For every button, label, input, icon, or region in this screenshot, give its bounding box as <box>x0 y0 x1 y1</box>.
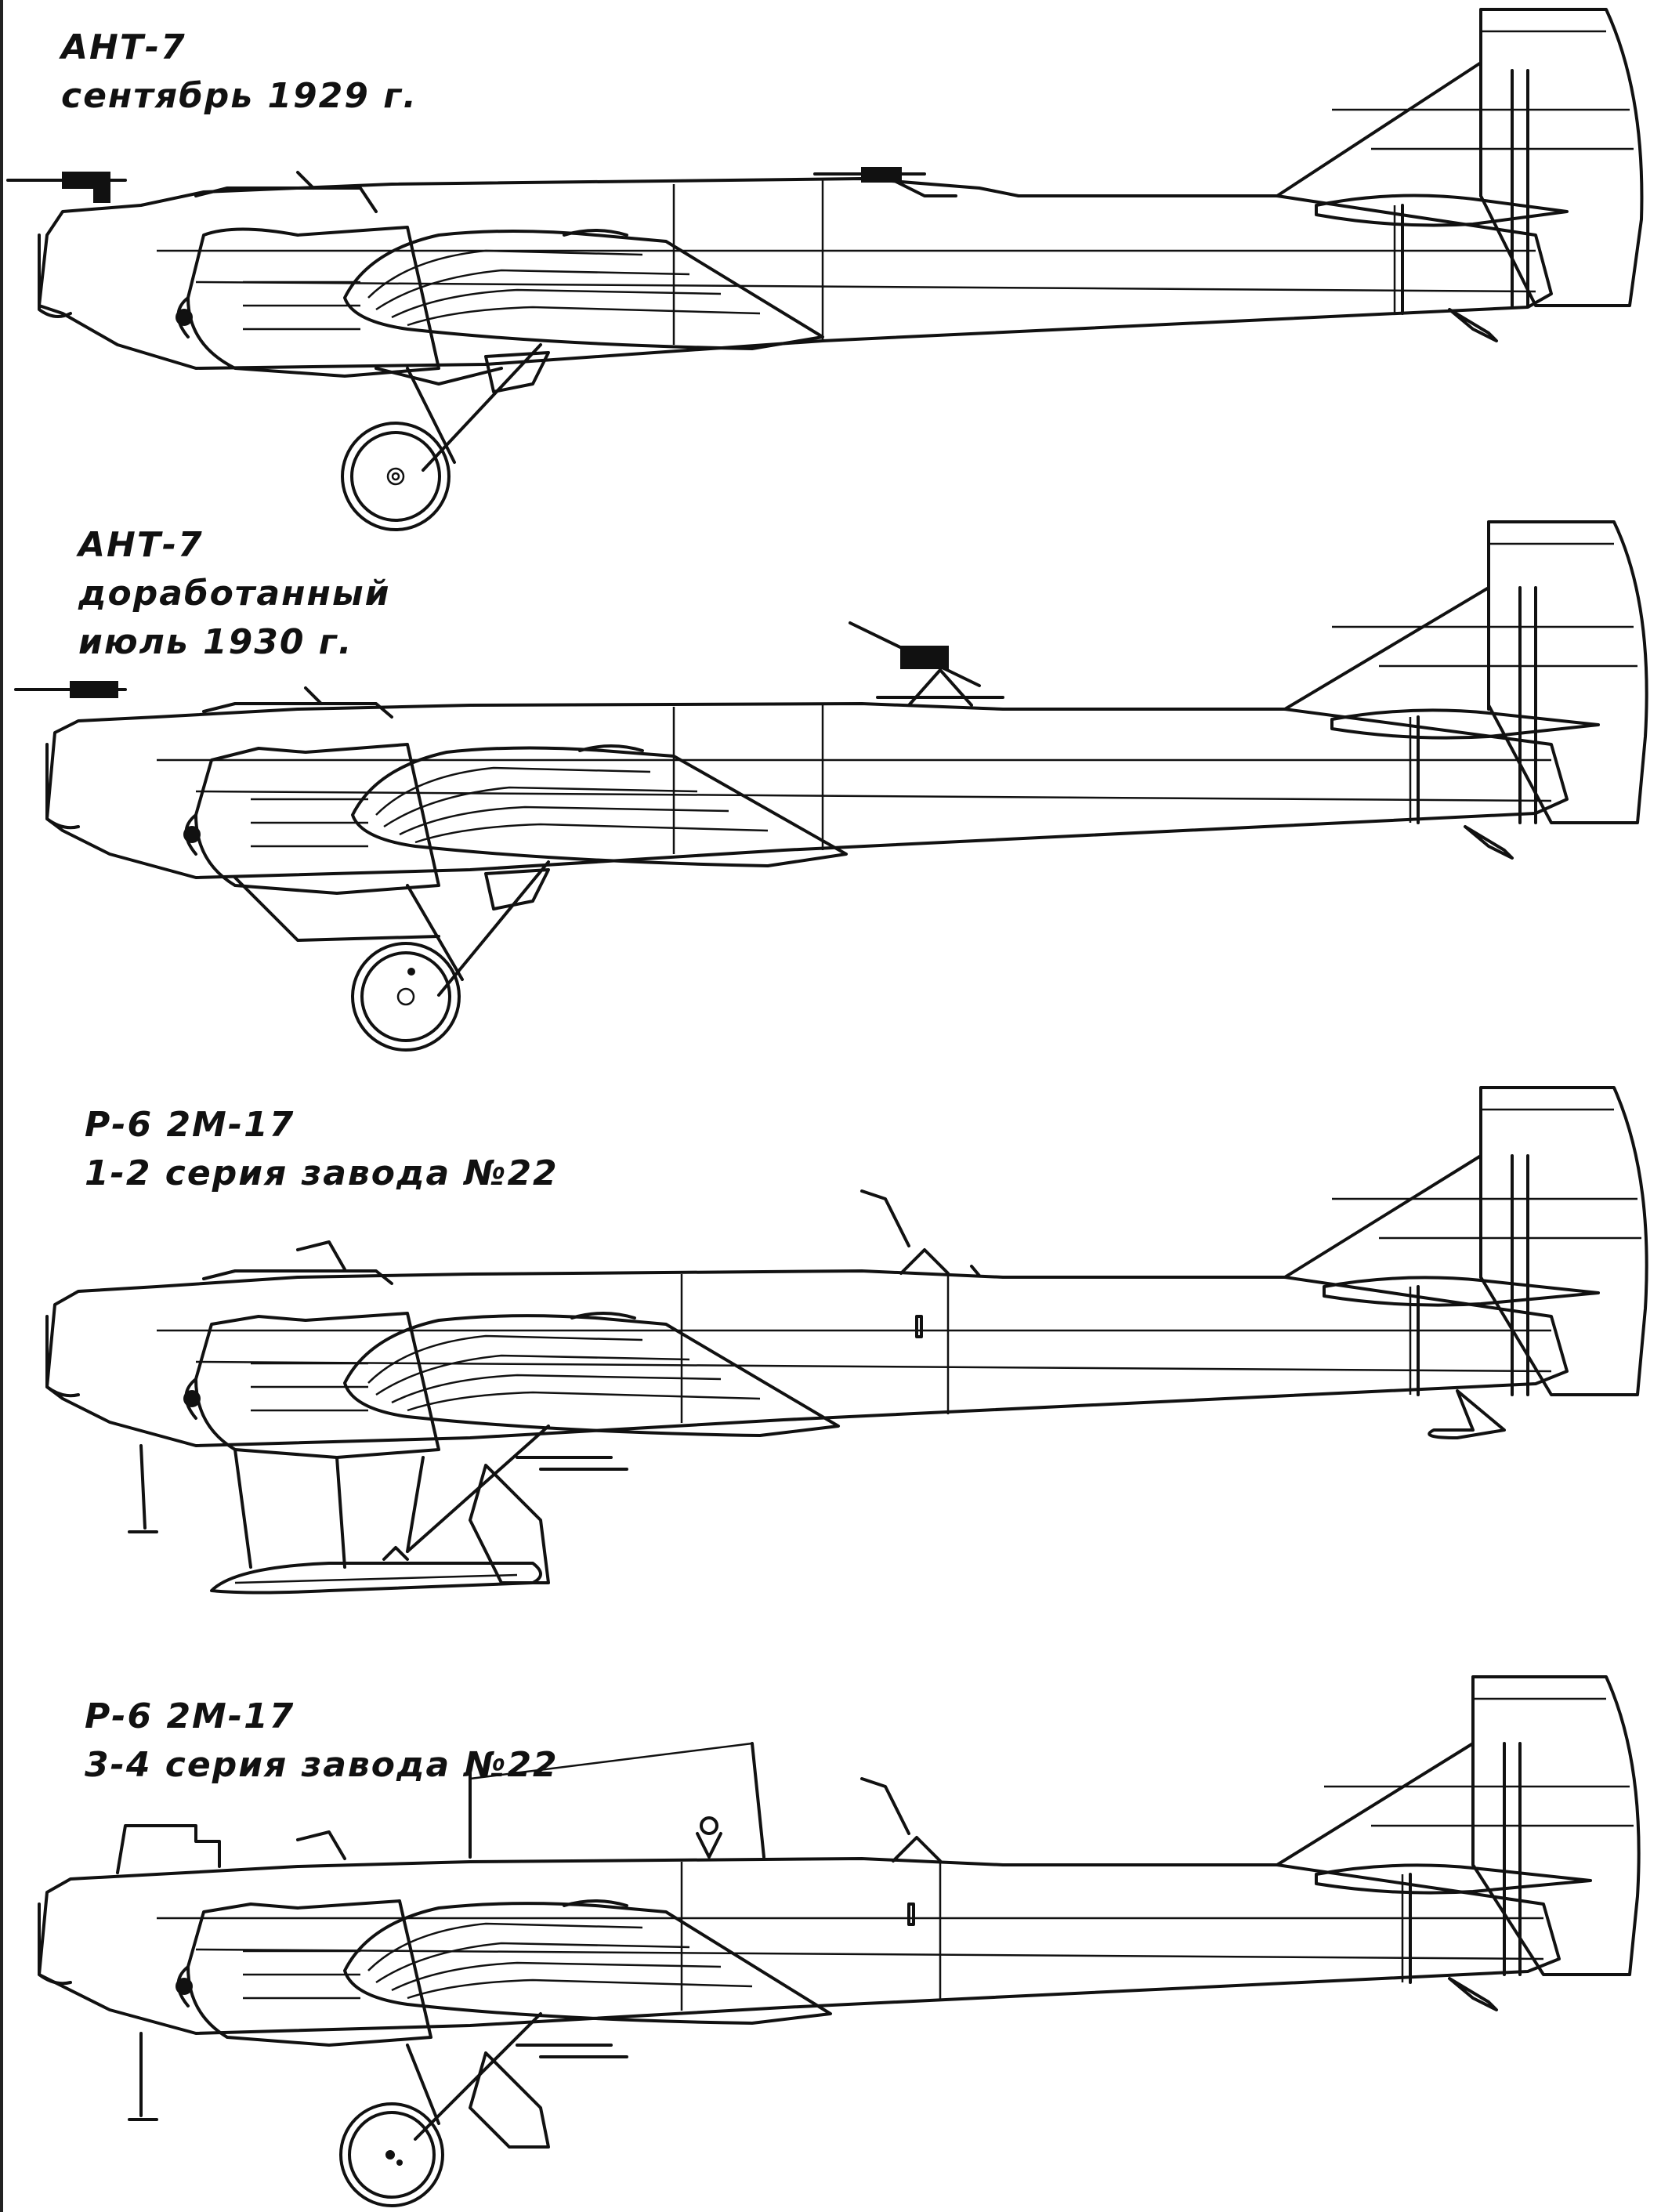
cockpit <box>202 1240 393 1285</box>
aircraft-profile-r6-series-3-4 <box>38 1675 1641 2207</box>
tail-fin <box>1283 1086 1648 1396</box>
nose-ski-post <box>128 1444 158 1533</box>
aircraft-profile-ant7-1929 <box>6 8 1644 531</box>
page-left-edge <box>0 0 3 2212</box>
dorsal-gun <box>860 1777 942 1863</box>
tailplane <box>1323 1276 1600 1307</box>
tail-skid <box>1448 308 1498 342</box>
tail-ski <box>1428 1389 1506 1439</box>
nose-gun <box>6 172 127 203</box>
dorsal-gun <box>813 167 957 197</box>
caption-date: июль 1930 г. <box>78 622 353 662</box>
aircraft-profile-r6-series-1-2 <box>45 1086 1648 1595</box>
tailplane <box>1315 194 1569 227</box>
engine-nacelle <box>176 226 440 378</box>
caption-title: АНТ-7 <box>78 525 204 565</box>
engine-nacelle <box>183 743 440 942</box>
caption-date: сентябрь 1929 г. <box>61 76 418 116</box>
engine-nacelle <box>183 1312 440 1459</box>
caption-title: Р-6 2М-17 <box>85 1105 295 1145</box>
fuselage <box>45 702 1569 879</box>
tail-skid <box>1448 1977 1498 2011</box>
caption-r6-series-1-2: Р-6 2М-17 1-2 серия завода №22 <box>85 1101 559 1198</box>
wing <box>343 1312 840 1437</box>
tail-skid <box>1464 825 1514 860</box>
nose-gun <box>14 681 127 698</box>
ventral-gun <box>469 2044 628 2149</box>
wheel <box>341 422 451 531</box>
tail-fin <box>1276 8 1644 307</box>
landing-gear-strut <box>233 1425 550 1569</box>
turret-gun <box>849 621 1004 707</box>
wheel <box>339 2102 444 2207</box>
cockpit <box>194 171 378 213</box>
radio-mast-and-antenna <box>469 1742 765 1859</box>
wing <box>343 229 824 350</box>
dorsal-gun <box>860 1189 981 1277</box>
landing-gear-strut <box>406 860 550 997</box>
landing-gear-strut <box>406 2012 542 2141</box>
wing <box>343 1899 832 2025</box>
cockpit <box>202 686 393 719</box>
wheel <box>351 942 461 1052</box>
fuselage <box>38 1857 1561 2035</box>
engine-nacelle <box>176 1899 432 2047</box>
tail-fin <box>1283 520 1648 824</box>
fuselage <box>38 177 1553 370</box>
caption-ant7-1929: АНТ-7 сентябрь 1929 г. <box>61 24 418 121</box>
caption-title: Р-6 2М-17 <box>85 1696 295 1736</box>
caption-series: 1-2 серия завода №22 <box>85 1153 559 1193</box>
fuselage <box>45 1269 1569 1447</box>
tailplane <box>1315 1863 1592 1895</box>
wing <box>351 744 848 867</box>
tail-fin <box>1276 1675 1641 1976</box>
nose-post <box>128 2032 158 2121</box>
aircraft-profile-ant7-1930 <box>14 520 1648 1052</box>
caption-title: АНТ-7 <box>61 27 186 67</box>
caption-variant: доработанный <box>78 574 391 614</box>
caption-ant7-1930: АНТ-7 доработанный июль 1930 г. <box>78 521 391 667</box>
ski <box>210 1546 542 1595</box>
tailplane <box>1330 708 1600 740</box>
caption-r6-series-3-4: Р-6 2М-17 3-4 серия завода №22 <box>85 1692 559 1790</box>
nose-turret <box>116 1824 346 1874</box>
